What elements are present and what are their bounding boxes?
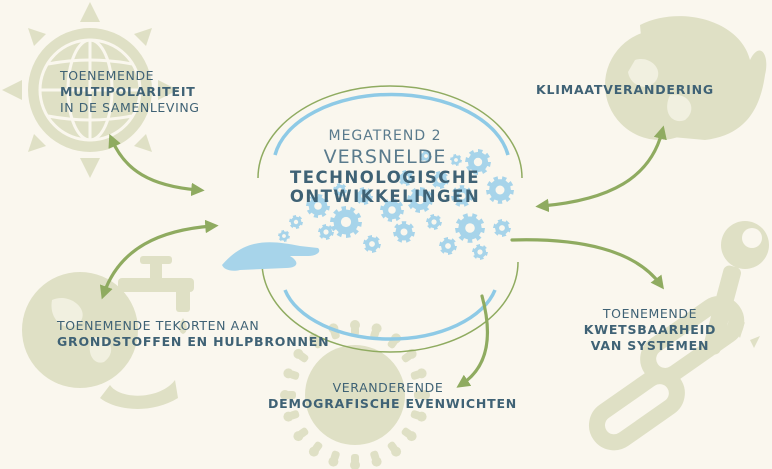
trend-label-line3: IN DE SAMENLEVING <box>60 100 200 115</box>
trend-label-bold: KWETSBAARHEID <box>583 322 717 337</box>
trend-label-bold: KLIMAATVERANDERING <box>536 82 714 97</box>
trend-label-bold: MULTIPOLARITEIT <box>60 84 196 99</box>
trend-label-klimaat: KLIMAATVERANDERING <box>536 82 714 98</box>
arrow-tekorten <box>99 219 219 300</box>
trend-label-line1: VERANDERENDE <box>332 380 444 395</box>
gear-hole <box>495 185 505 195</box>
gear-hole <box>454 158 458 162</box>
arrows <box>99 125 667 388</box>
gear-hole <box>465 223 475 233</box>
center-title-line2: TECHNOLOGISCHE ONTWIKKELINGEN <box>289 168 481 206</box>
person-body <box>401 352 413 363</box>
trend-label-bold: DEMOGRAFISCHE EVENWICHTEN <box>268 396 518 411</box>
gear-hole <box>445 243 451 249</box>
gears-cluster <box>278 149 514 260</box>
people-globe-icon <box>280 320 430 469</box>
person-body <box>288 370 300 380</box>
person-body <box>297 427 309 438</box>
center-arcs <box>257 85 523 353</box>
gear-hole <box>415 195 425 205</box>
gear-hole <box>369 241 375 247</box>
globe-sun-icon <box>2 2 178 178</box>
person-body <box>312 441 323 453</box>
person-body <box>410 370 422 380</box>
gear-hole <box>499 225 505 231</box>
arrow-kwetsbaarheid <box>510 238 664 290</box>
megatrend-kicker: MEGATREND 2 <box>328 128 442 144</box>
hand-icon <box>222 242 320 271</box>
person-body <box>387 441 398 453</box>
gear-hole <box>323 229 329 235</box>
gear-hole <box>388 206 396 214</box>
gear-hole <box>437 177 443 183</box>
person-body <box>286 391 296 399</box>
arrow-demografisch <box>456 294 490 388</box>
arrow-multipolariteit <box>108 133 205 197</box>
person-body <box>312 337 323 349</box>
center-title-line1: VERSNELDE <box>323 146 447 168</box>
gear-hole <box>314 202 322 210</box>
burning-globe-icon <box>605 16 767 141</box>
gear-hole <box>282 234 286 238</box>
person-body <box>410 410 422 420</box>
person-body <box>351 454 359 464</box>
gear-hole <box>361 193 367 199</box>
trend-label-multipolariteit: TOENEMENDE MULTIPOLARITEIT IN DE SAMENLE… <box>60 68 200 116</box>
person-body <box>297 352 309 363</box>
gear-hole <box>293 219 299 225</box>
trend-label-line1: TOENEMENDE <box>60 68 155 83</box>
person-body <box>330 450 340 462</box>
gear-hole <box>477 249 483 255</box>
trend-label-bold-2: VAN SYSTEMEN <box>590 338 710 353</box>
gear-hole <box>473 157 483 167</box>
gear-hole <box>400 228 408 236</box>
person-body <box>288 410 300 420</box>
center-title-block: MEGATREND 2 VERSNELDE TECHNOLOGISCHE ONT… <box>200 128 570 206</box>
arrow-klimaat <box>535 125 667 213</box>
trend-label-kwetsbaarheid: TOENEMENDE KWETSBAARHEID VAN SYSTEMEN <box>580 306 720 354</box>
person-body <box>401 427 413 438</box>
person-body <box>370 450 380 462</box>
gear-hole <box>340 216 352 228</box>
person-body <box>414 391 424 399</box>
gear-hole <box>337 187 343 193</box>
gear-hole <box>458 192 466 200</box>
trend-label-line1: TOENEMENDE TEKORTEN AAN <box>57 318 260 333</box>
broken-chain-wrench-icon <box>588 221 769 451</box>
trend-label-line1: TOENEMENDE <box>602 306 698 321</box>
gear-hole <box>424 154 428 158</box>
gear-hole <box>431 219 437 225</box>
trend-label-tekorten: TOENEMENDE TEKORTEN AAN GRONDSTOFFEN EN … <box>57 318 329 350</box>
gear-hole <box>403 175 409 181</box>
trend-label-demografisch: VERANDERENDE DEMOGRAFISCHE EVENWICHTEN <box>268 380 518 412</box>
trend-label-bold: GRONDSTOFFEN EN HULPBRONNEN <box>57 334 330 349</box>
